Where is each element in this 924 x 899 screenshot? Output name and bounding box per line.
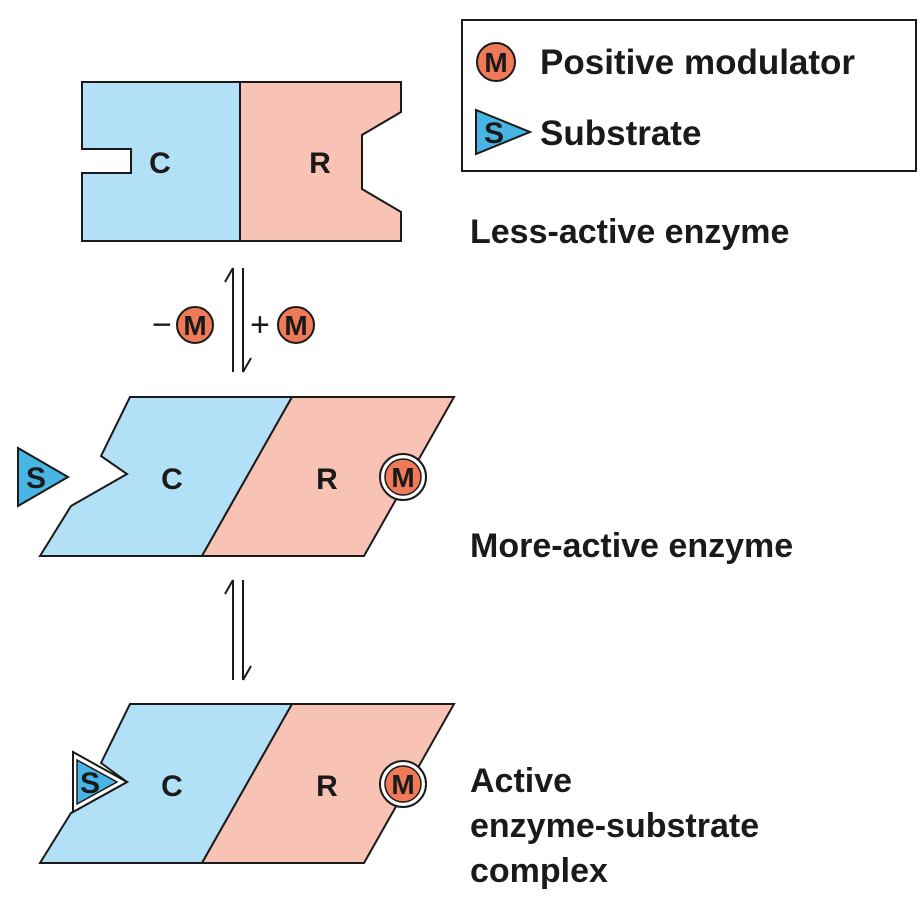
active-complex: S C R M	[38, 703, 456, 864]
free-substrate-icon: S	[17, 446, 70, 508]
svg-text:M: M	[484, 47, 507, 78]
complex-label-line1: Active	[470, 762, 572, 800]
more-active-label: More-active enzyme	[470, 527, 793, 565]
regulatory-label: R	[309, 147, 331, 180]
complex-label-line3: complex	[470, 852, 608, 890]
equilibrium-arrows-2	[224, 579, 252, 681]
plus-modulator-icon: M	[277, 306, 315, 344]
bound-modulator-icon: M	[379, 453, 427, 501]
catalytic-label: C	[161, 463, 183, 496]
legend-modulator-label: Positive modulator	[540, 43, 855, 82]
legend: M Positive modulator S Substrate	[461, 19, 917, 172]
legend-modulator-icon: M	[476, 42, 516, 82]
plus-sign: +	[250, 306, 270, 344]
minus-sign: −	[152, 306, 172, 344]
less-active-label: Less-active enzyme	[470, 213, 789, 251]
regulatory-subunit	[200, 703, 456, 864]
regulatory-label: R	[316, 463, 338, 496]
minus-modulator-icon: M	[176, 306, 214, 344]
less-active-enzyme: C R	[81, 81, 402, 242]
legend-box	[461, 19, 917, 172]
bound-modulator-icon: M	[379, 760, 427, 808]
svg-text:S: S	[26, 462, 46, 495]
complex-label-line2: enzyme-substrate	[470, 807, 759, 845]
svg-text:S: S	[484, 117, 504, 150]
svg-text:M: M	[284, 310, 307, 341]
equilibrium-arrows-1	[224, 267, 252, 373]
regulatory-subunit	[239, 81, 402, 242]
legend-substrate-label: Substrate	[540, 114, 701, 153]
svg-text:M: M	[391, 769, 414, 800]
svg-text:S: S	[80, 767, 100, 800]
catalytic-label: C	[149, 147, 171, 180]
regulatory-label: R	[316, 770, 338, 803]
regulatory-subunit	[200, 396, 456, 557]
svg-text:M: M	[391, 462, 414, 493]
more-active-enzyme: C R M	[38, 396, 456, 557]
bound-substrate-icon: S	[72, 750, 130, 814]
svg-text:M: M	[183, 310, 206, 341]
legend-substrate-icon: S	[475, 108, 533, 156]
catalytic-label: C	[161, 770, 183, 803]
